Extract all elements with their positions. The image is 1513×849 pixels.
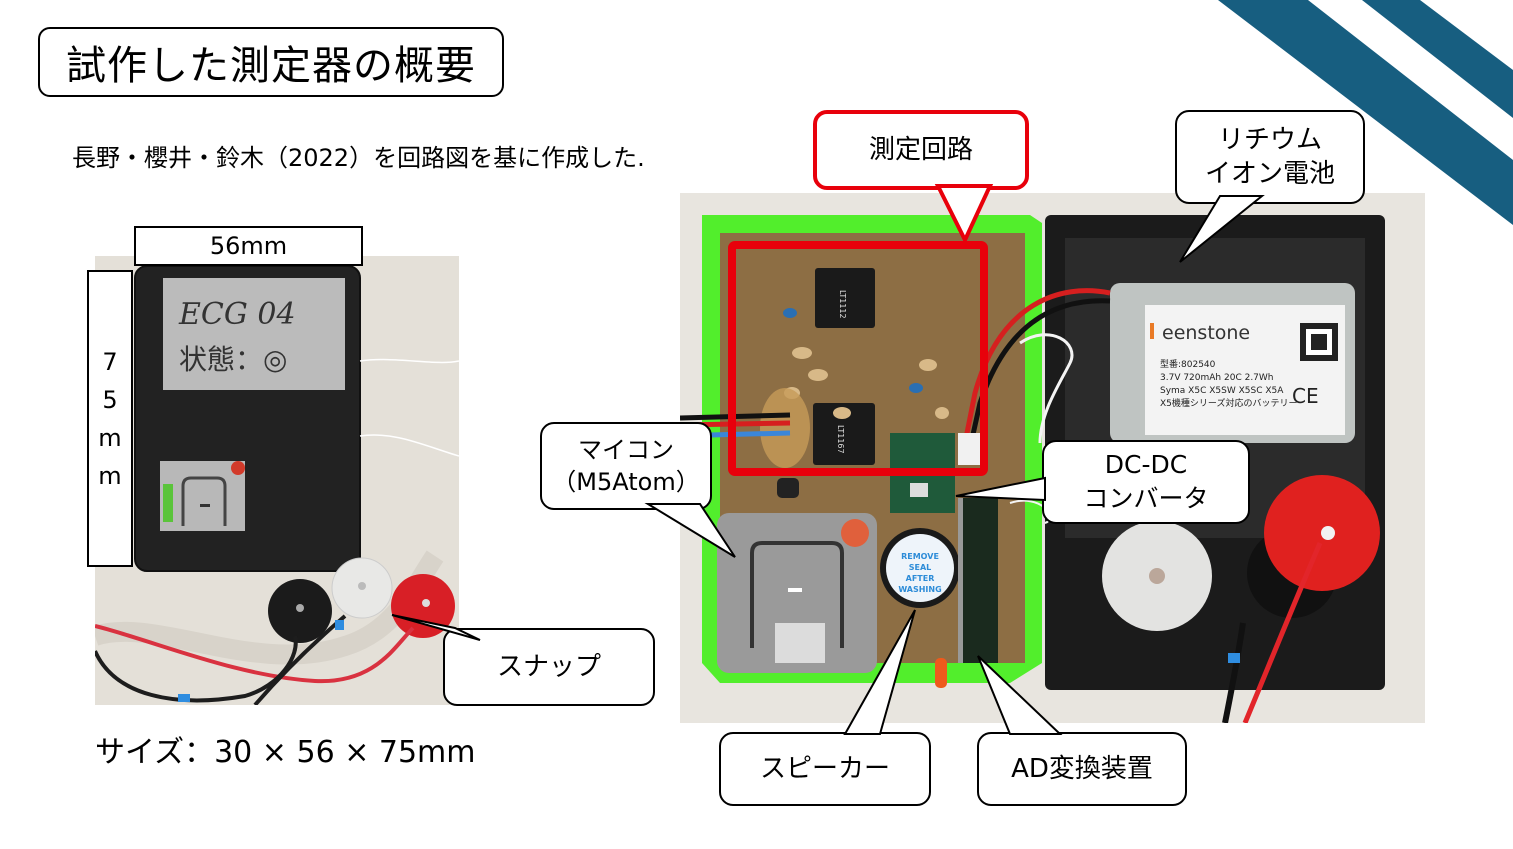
chip-2-label: LT1167 <box>836 425 845 454</box>
case-window <box>160 461 245 531</box>
stripe-1 <box>1218 0 1513 225</box>
callout-battery-line2: イオン電池 <box>1204 159 1335 189</box>
buzzer-text: REMOVE <box>901 552 939 561</box>
callout-dcdc-line2: コンバータ <box>1083 484 1209 513</box>
case-label-line2: 状態：◎ <box>179 343 287 376</box>
subtitle-text: 長野・櫻井・鈴木（2022）を回路図を基に作成した. <box>72 144 645 172</box>
height-char: 5 <box>102 385 118 414</box>
adc-board <box>963 498 998 663</box>
svg-text:CE: CE <box>1292 384 1319 408</box>
width-dimension-label: 56mm <box>134 226 363 266</box>
callout-measurement-circuit-text: 測定回路 <box>868 135 973 165</box>
chip-lt1167 <box>813 403 875 465</box>
height-char: m <box>98 423 122 452</box>
buzzer-text: WASHING <box>898 585 941 594</box>
chip-lt1112 <box>815 268 875 328</box>
device-exterior-illustration: ECG 04 状態：◎ <box>95 256 459 705</box>
buzzer-text: SEAL <box>909 563 932 572</box>
case-label-line1: ECG 04 <box>178 297 296 332</box>
callout-dcdc-line1: DC-DC <box>1104 450 1188 479</box>
battery-model: 型番:802540 <box>1160 358 1216 370</box>
device-exterior-photo: ECG 04 状態：◎ <box>95 256 459 705</box>
stripe-2 <box>1362 0 1513 118</box>
height-dimension-label: 7 5 m m <box>87 270 133 567</box>
callout-mcu-line2: （M5Atom） <box>552 468 700 496</box>
callout-microcontroller: マイコン （M5Atom） <box>540 422 712 510</box>
chip-1-label: LT1112 <box>838 290 847 319</box>
callout-speaker: スピーカー <box>719 732 931 806</box>
battery-spec: 3.7V 720mAh 20C 2.7Wh <box>1160 373 1274 383</box>
battery-brand: eenstone <box>1162 322 1250 344</box>
callout-ad-converter: AD変換装置 <box>977 732 1187 806</box>
callout-lithium-battery: リチウム イオン電池 <box>1175 110 1365 204</box>
callout-snap-text: スナップ <box>496 652 601 682</box>
callout-measurement-circuit: 測定回路 <box>813 110 1029 190</box>
height-char: m <box>98 461 122 490</box>
callout-snap: スナップ <box>443 628 655 706</box>
battery-compat: Syma X5C X5SW X5SC X5A <box>1160 386 1284 396</box>
size-text: サイズ：30 × 56 × 75mm <box>95 735 476 770</box>
callout-speaker-text: スピーカー <box>759 754 890 784</box>
buzzer-text: AFTER <box>906 574 935 583</box>
m5atom <box>717 513 877 673</box>
callout-battery-line1: リチウム <box>1217 125 1322 155</box>
slide-title: 試作した測定器の概要 <box>38 27 504 97</box>
tape-label <box>163 278 345 390</box>
red-electrode <box>391 574 455 638</box>
callout-mcu-line1: マイコン <box>578 436 674 464</box>
battery-note: X5機種シリーズ対応のバッテリー <box>1160 397 1297 409</box>
callout-adc-text: AD変換装置 <box>1011 754 1153 784</box>
height-char: 7 <box>102 347 118 376</box>
callout-dcdc-converter: DC-DC コンバータ <box>1042 440 1250 524</box>
measurement-circuit-highlight <box>728 241 988 476</box>
